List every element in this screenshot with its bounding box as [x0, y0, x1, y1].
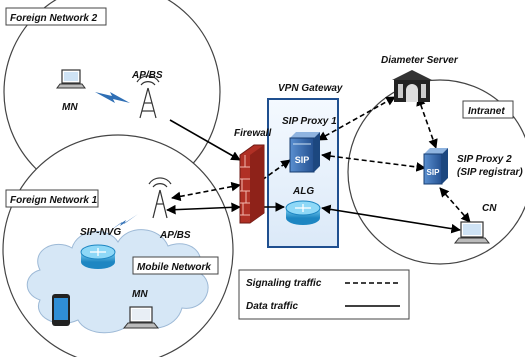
label-box: [462, 100, 514, 119]
label-box: [5, 7, 107, 26]
foreign-network-1-label: Foreign Network 1: [10, 195, 98, 206]
vpn-gateway-label: VPN Gateway: [278, 83, 343, 94]
legend-box: [238, 269, 410, 320]
alg-label: ALG: [292, 186, 314, 197]
laptop-icon: [122, 306, 160, 329]
data-traffic-lines: [166, 119, 461, 234]
label-box: [132, 256, 219, 275]
label-box: [5, 189, 99, 208]
intranet-label: Intranet: [468, 106, 505, 117]
wireless-link-bottom: [108, 214, 138, 232]
mn-label-bottom: MN: [132, 289, 148, 300]
sip-glyph: SIP: [295, 155, 310, 165]
sip-nvg-router-icon: [80, 244, 116, 269]
laptop-icon: [453, 221, 491, 244]
ap-bs-label-bottom: AP/BS: [159, 230, 191, 241]
sip-nvg-label: SIP-NVG: [80, 227, 121, 238]
ap-bs-label-top: AP/BS: [131, 70, 163, 81]
firewall-label: Firewall: [234, 128, 271, 139]
sip-proxy-1-label: SIP Proxy 1: [282, 116, 337, 127]
sip-proxy-2-sublabel: (SIP registrar): [457, 167, 523, 178]
signaling-traffic-lines: [171, 96, 471, 223]
sip-proxy-1-server-icon: [289, 132, 320, 173]
sip-glyph: SIP: [427, 168, 441, 177]
mobile-phone-icon: [52, 294, 70, 326]
wireless-link-top: [95, 92, 130, 103]
mobile-network-label: Mobile Network: [137, 262, 211, 273]
sip-proxy-2-label: SIP Proxy 2: [457, 154, 512, 165]
legend-signaling-label: Signaling traffic: [246, 278, 322, 289]
sip-proxy-2-server-icon: [423, 148, 448, 185]
antenna-tower-icon: [148, 177, 172, 219]
alg-router-icon: [285, 200, 321, 225]
legend: Signaling traffic Data traffic: [238, 269, 410, 320]
laptop-icon: [56, 69, 86, 89]
firewall-icon: [239, 144, 265, 224]
antenna-tower-icon: [136, 75, 160, 119]
cn-label: CN: [482, 203, 497, 214]
mn-label-top: MN: [62, 102, 78, 113]
diameter-server-label: Diameter Server: [381, 55, 459, 66]
diameter-server-icon: [392, 70, 432, 102]
foreign-network-2-label: Foreign Network 2: [10, 13, 98, 24]
legend-data-label: Data traffic: [246, 301, 298, 312]
